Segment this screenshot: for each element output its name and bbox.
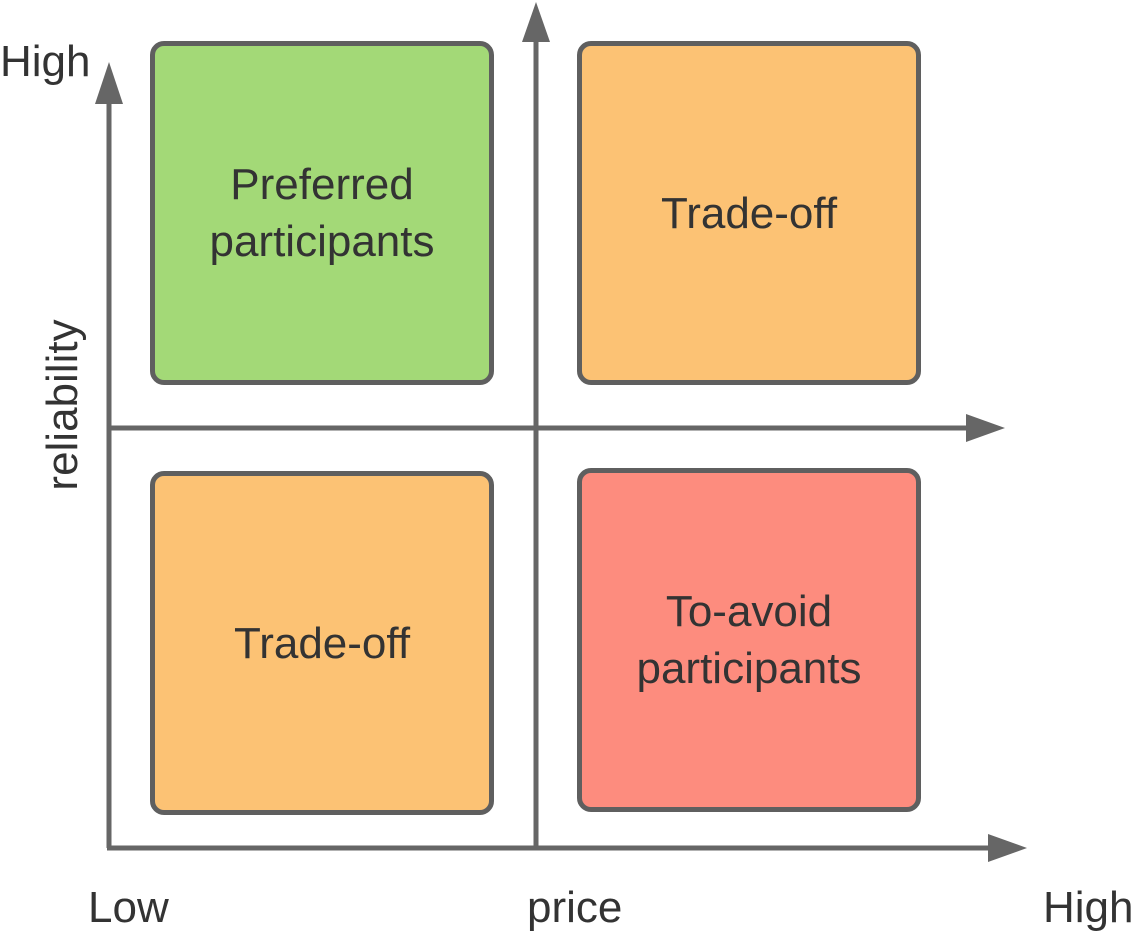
- quadrant-label: To-avoid participants: [636, 587, 862, 693]
- vertical-divider-arrowhead: [522, 2, 550, 42]
- horizontal-divider-arrowhead: [966, 414, 1005, 442]
- quadrant-label: Preferred participants: [209, 160, 435, 266]
- quadrant-preferred-participants: Preferred participants: [150, 41, 494, 385]
- y-axis-title: reliability: [38, 319, 87, 491]
- y-axis-arrowhead: [95, 62, 123, 104]
- quadrant-to-avoid-participants: To-avoid participants: [577, 468, 921, 812]
- x-axis-high-label: High: [1043, 883, 1134, 932]
- quadrant-trade-off-low-price: Trade-off: [150, 471, 494, 815]
- y-axis-high-label: High: [0, 37, 91, 86]
- x-axis-low-label: Low: [88, 883, 169, 932]
- quadrant-label: Trade-off: [233, 618, 411, 668]
- quadrant-trade-off-high-price: Trade-off: [577, 41, 921, 385]
- x-axis-title: price: [527, 883, 623, 932]
- x-axis-arrowhead: [988, 834, 1027, 862]
- quadrant-label: Trade-off: [660, 188, 838, 238]
